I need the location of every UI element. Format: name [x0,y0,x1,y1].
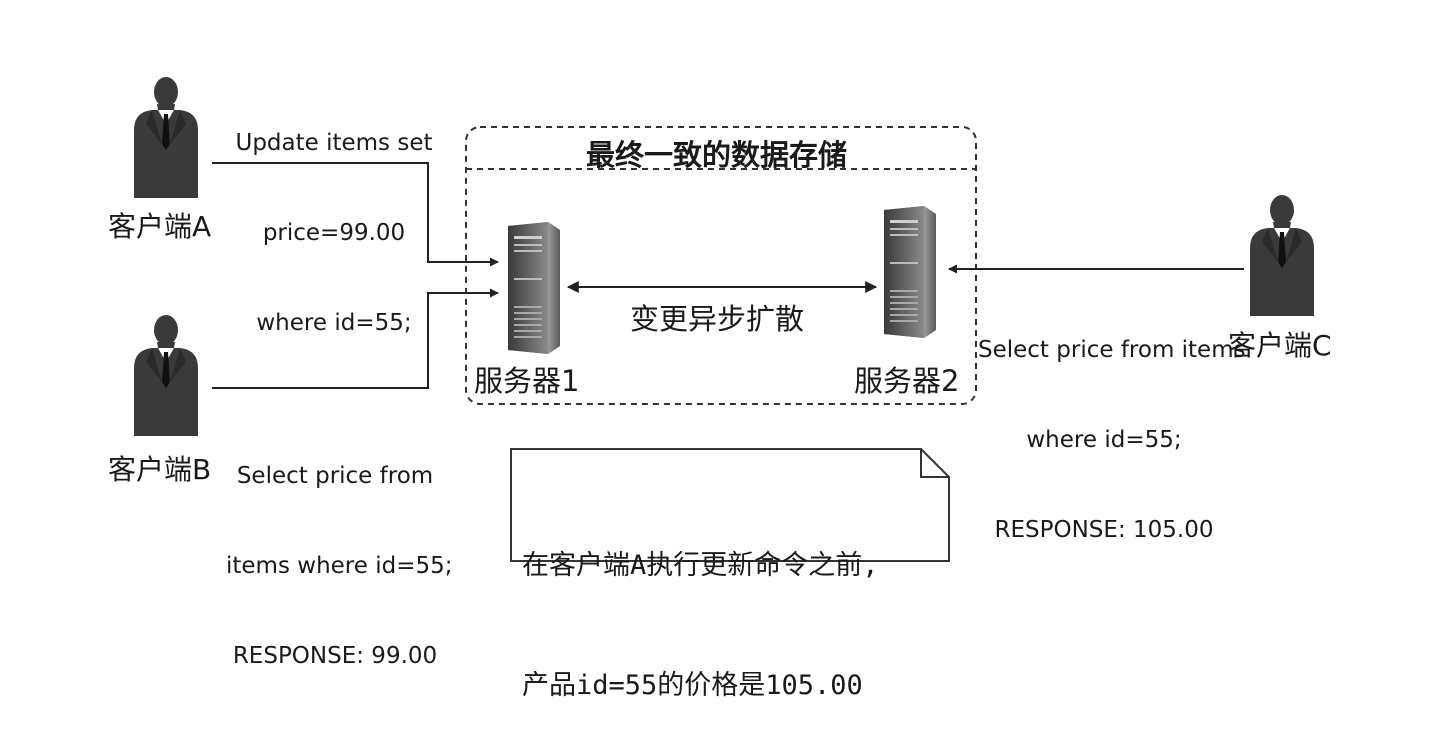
client-b-person-icon [134,315,198,436]
server-2-label: 服务器2 [854,364,960,398]
client-a-person-icon [134,77,198,198]
note-text: 在客户端A执行更新命令之前, 产品id=55的价格是105.00 [522,466,879,746]
client-c-query-line: Select price from items [978,337,1246,363]
client-b-label: 客户端B [108,453,212,486]
client-b-query: Select price from items where id=55; RES… [226,401,453,701]
client-b-query-line: Select price from [236,463,434,489]
note-box [510,448,950,562]
client-c-person-icon [1250,195,1314,316]
data-store-title: 最终一致的数据存储 [586,138,848,172]
server-2-icon [884,206,936,338]
client-a-query-line: where id=55; [256,310,412,336]
async-propagation-label: 变更异步扩散 [630,302,805,336]
client-b-query-line: items where id=55; [226,553,453,579]
client-b-query-line: RESPONSE: 99.00 [232,643,438,669]
client-a-to-server-1-arrow [212,162,499,267]
client-a-query-line: Update items set [235,130,433,156]
server-1-icon [508,222,560,354]
note-fold-corner [920,449,949,478]
client-c-query-line: RESPONSE: 105.00 [994,517,1214,543]
client-c-label: 客户端C [1228,329,1332,362]
client-b-to-server-1-arrow [212,288,499,389]
client-a-label: 客户端A [108,210,212,243]
data-store-boundary [465,126,977,405]
diagram-canvas [134,77,1314,562]
client-a-query-line: price=99.00 [262,220,406,246]
client-c-query: Select price from items where id=55; RES… [978,275,1246,575]
note-line: 在客户端A执行更新命令之前, [522,550,879,581]
client-c-query-line: where id=55; [1026,427,1182,453]
client-a-query: Update items set price=99.00 where id=55… [228,68,440,368]
server-1-label: 服务器1 [474,364,580,398]
note-line: 产品id=55的价格是105.00 [522,670,863,701]
